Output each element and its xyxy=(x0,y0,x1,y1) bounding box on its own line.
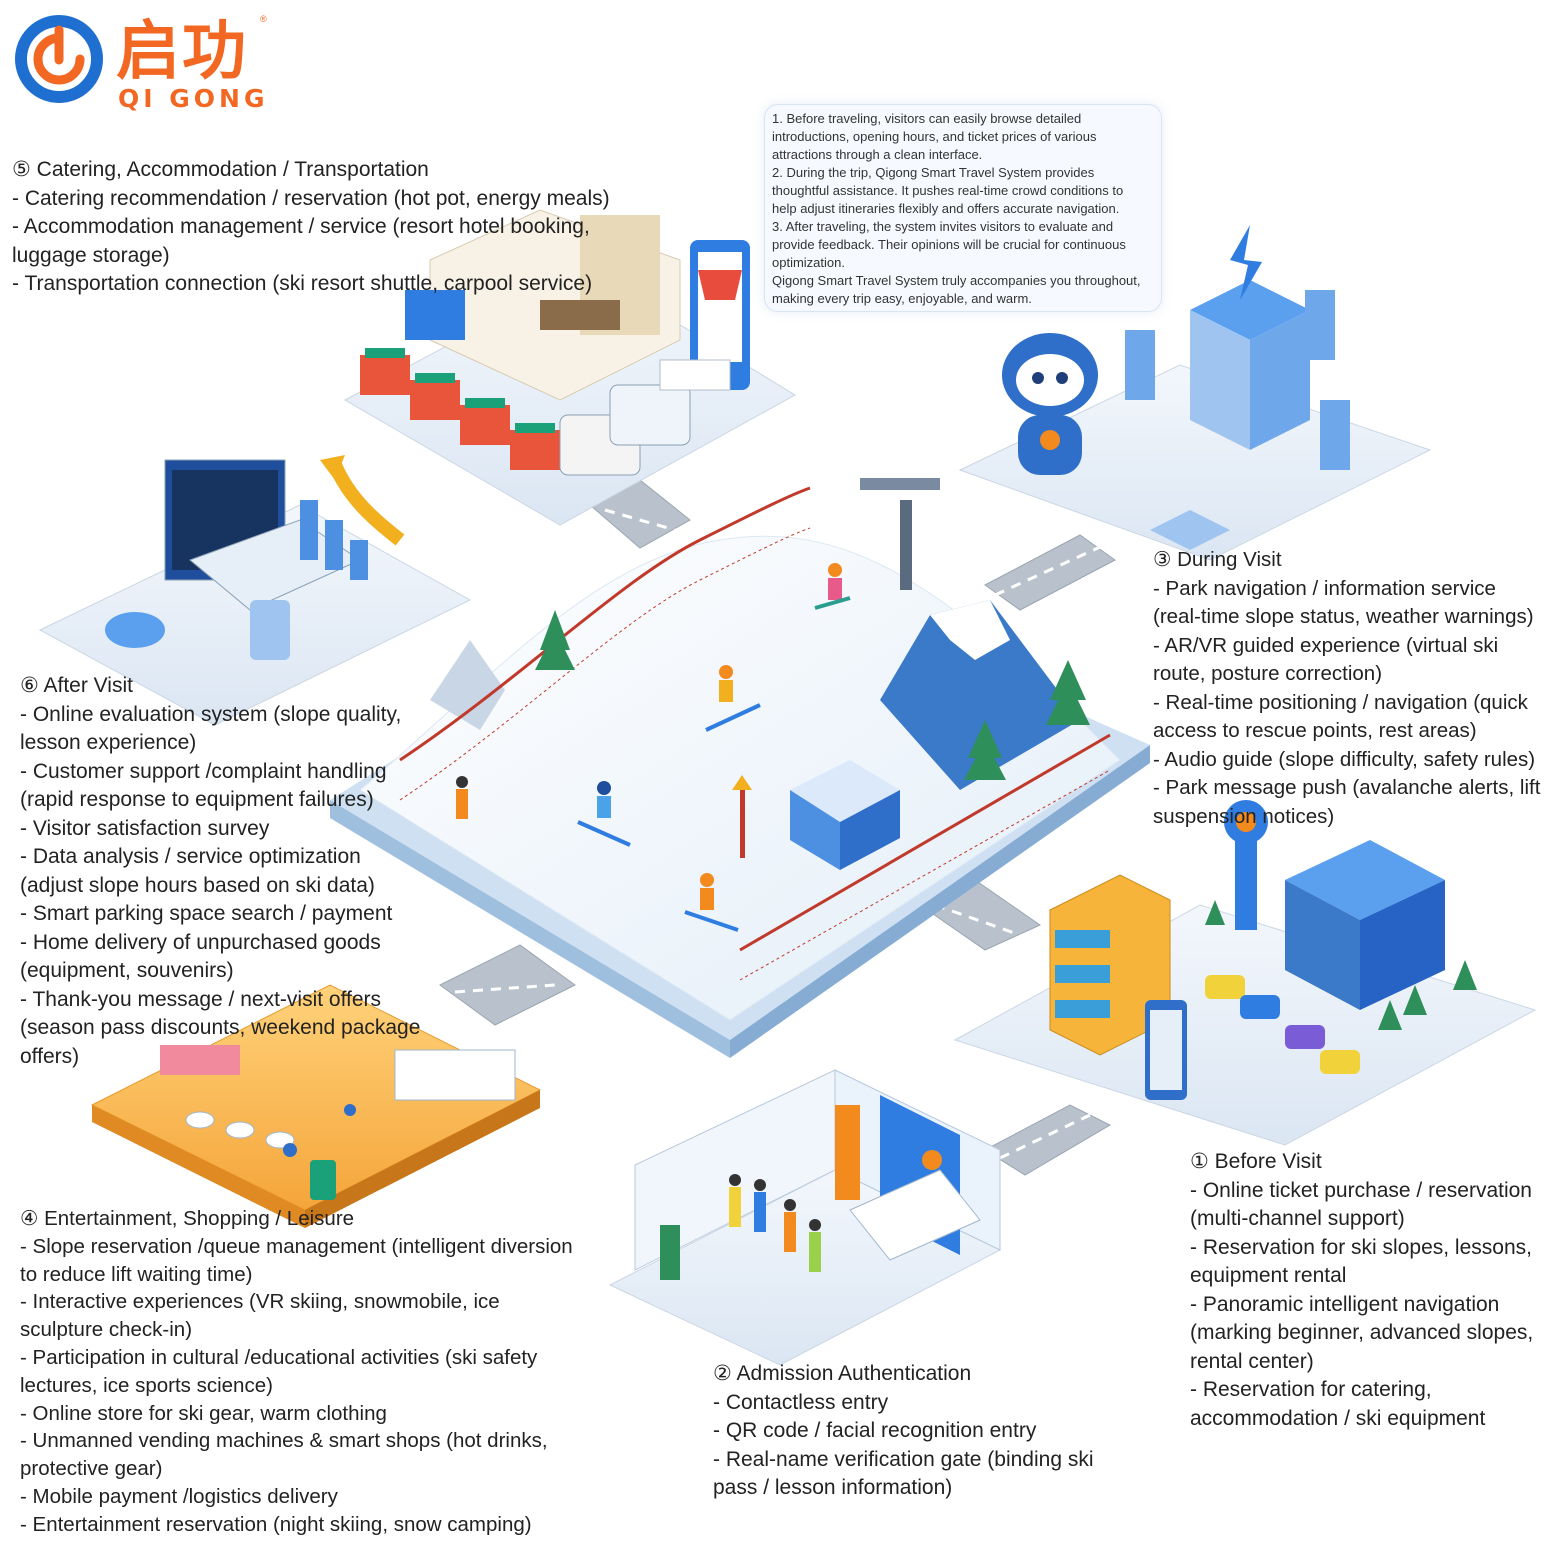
section-line: rental center) xyxy=(1190,1349,1314,1373)
section-title: ① Before Visit xyxy=(1190,1150,1322,1173)
central-ski-slope xyxy=(330,478,1150,1058)
section-line: - Data analysis / service optimization xyxy=(20,845,361,868)
section-line: - Participation in cultural /educational… xyxy=(20,1345,538,1369)
bubble-line: 1. Before traveling, visitors can easily… xyxy=(772,111,1082,126)
section-title: ③ During Visit xyxy=(1153,548,1282,571)
section-line: - Transportation connection (ski resort … xyxy=(12,272,593,295)
section-line: luggage storage) xyxy=(12,243,170,267)
bubble-line: 3. After traveling, the system invites v… xyxy=(772,219,1114,234)
logo-chinese-text: 启功 xyxy=(116,15,248,89)
section-line: - Online store for ski gear, warm clothi… xyxy=(20,1401,387,1425)
bubble-line: optimization. xyxy=(772,255,845,270)
after-visit-scene xyxy=(38,455,472,726)
section-line: - Thank-you message / next-visit offers xyxy=(20,987,382,1011)
bubble-line: thoughtful assistance. It pushes real-ti… xyxy=(772,183,1124,198)
bubble-line: attractions through a clean interface. xyxy=(772,147,983,162)
section-line: - Customer support /complaint handling xyxy=(20,759,387,783)
section-after-visit: ⑥ After Visit - Online evaluation system… xyxy=(20,672,420,1071)
section-line: (adjust slope hours based on ski data) xyxy=(20,873,375,897)
section-line: - Contactless entry xyxy=(713,1390,889,1414)
entertainment-scene xyxy=(90,984,542,1228)
section-line: - Real-name verification gate (binding s… xyxy=(713,1447,1094,1471)
section-title: ④ Entertainment, Shopping / Leisure xyxy=(20,1207,355,1230)
section-line: - Online evaluation system (slope qualit… xyxy=(20,702,402,726)
section-line: - Home delivery of unpurchased goods xyxy=(20,930,381,954)
section-line: - Real-time positioning / navigation (qu… xyxy=(1153,690,1528,714)
bubble-line: help adjust itineraries flexibly and off… xyxy=(772,201,1120,216)
qigong-logo: 启功 ® QI GONG xyxy=(12,12,272,113)
section-line: (rapid response to equipment failures) xyxy=(20,788,374,811)
section-line: (multi-channel support) xyxy=(1190,1207,1405,1230)
section-line: - Entertainment reservation (night skiin… xyxy=(20,1512,532,1536)
info-bubble-text: 1. Before traveling, visitors can easily… xyxy=(772,110,1158,308)
section-line: - Panoramic intelligent navigation xyxy=(1190,1292,1500,1316)
section-line: - Online ticket purchase / reservation xyxy=(1190,1178,1532,1202)
section-line: - Slope reservation /queue management (i… xyxy=(20,1234,573,1258)
section-line: (real-time slope status, weather warning… xyxy=(1153,605,1534,628)
bubble-line: provide feedback. Their opinions will be… xyxy=(772,237,1126,252)
section-line: - Visitor satisfaction survey xyxy=(20,816,270,840)
section-title: ② Admission Authentication xyxy=(713,1362,972,1385)
admission-scene xyxy=(608,1069,1002,1366)
section-line: lesson experience) xyxy=(20,731,197,754)
section-line: pass / lesson information) xyxy=(713,1476,953,1499)
section-line: - Park message push (avalanche alerts, l… xyxy=(1153,776,1541,799)
section-line: - Catering recommendation / reservation … xyxy=(12,186,610,210)
section-line: - AR/VR guided experience (virtual ski xyxy=(1153,633,1499,657)
section-line: lectures, ice sports science) xyxy=(20,1373,273,1397)
section-line: - Accommodation management / service (re… xyxy=(12,215,590,238)
bubble-line: 2. During the trip, Qigong Smart Travel … xyxy=(772,165,1095,180)
section-line: sculpture check-in) xyxy=(20,1318,193,1342)
section-line: - Park navigation / information service xyxy=(1153,576,1496,600)
section-before-visit: ① Before Visit - Online ticket purchase … xyxy=(1190,1148,1533,1433)
section-catering: ⑤ Catering, Accommodation / Transportati… xyxy=(12,156,610,299)
section-during-visit: ③ During Visit - Park navigation / infor… xyxy=(1153,546,1540,831)
catering-scene xyxy=(343,209,796,526)
bubble-line: Qigong Smart Travel System truly accompa… xyxy=(772,273,1141,288)
section-line: (equipment, souvenirs) xyxy=(20,959,234,982)
section-line: - Mobile payment /logistics delivery xyxy=(20,1484,338,1508)
section-line: equipment rental xyxy=(1190,1264,1347,1287)
section-line: protective gear) xyxy=(20,1457,163,1481)
power-ring-icon xyxy=(15,15,103,103)
section-line: - Reservation for catering, xyxy=(1190,1378,1432,1401)
section-line: - QR code / facial recognition entry xyxy=(713,1419,1037,1442)
section-title: ⑤ Catering, Accommodation / Transportati… xyxy=(12,158,429,181)
section-line: to reduce lift waiting time) xyxy=(20,1262,253,1286)
section-line: offers) xyxy=(20,1044,80,1068)
section-line: access to rescue points, rest areas) xyxy=(1153,719,1477,742)
section-line: - Unmanned vending machines & smart shop… xyxy=(20,1429,548,1453)
section-line: (marking beginner, advanced slopes, xyxy=(1190,1321,1534,1344)
section-line: - Smart parking space search / payment xyxy=(20,902,393,925)
section-entertainment: ④ Entertainment, Shopping / Leisure - Sl… xyxy=(20,1205,573,1539)
section-title: ⑥ After Visit xyxy=(20,674,133,697)
bubble-line: making every trip easy, enjoyable, and w… xyxy=(772,291,1032,306)
section-admission: ② Admission Authentication - Contactless… xyxy=(713,1360,1094,1503)
section-line: suspension notices) xyxy=(1153,804,1335,828)
section-line: - Audio guide (slope difficulty, safety … xyxy=(1153,747,1536,771)
section-line: (season pass discounts, weekend package xyxy=(20,1016,421,1039)
section-line: - Reservation for ski slopes, lessons, xyxy=(1190,1235,1532,1259)
during-visit-scene xyxy=(958,225,1432,561)
logo-english-text: QI GONG xyxy=(118,84,269,113)
before-visit-scene xyxy=(953,800,1537,1146)
section-line: accommodation / ski equipment xyxy=(1190,1406,1486,1430)
registered-mark: ® xyxy=(260,14,267,24)
bubble-line: introductions, opening hours, and ticket… xyxy=(772,129,1097,144)
section-line: route, posture correction) xyxy=(1153,662,1383,685)
section-line: - Interactive experiences (VR skiing, sn… xyxy=(20,1290,500,1314)
info-bubble xyxy=(764,104,1162,312)
